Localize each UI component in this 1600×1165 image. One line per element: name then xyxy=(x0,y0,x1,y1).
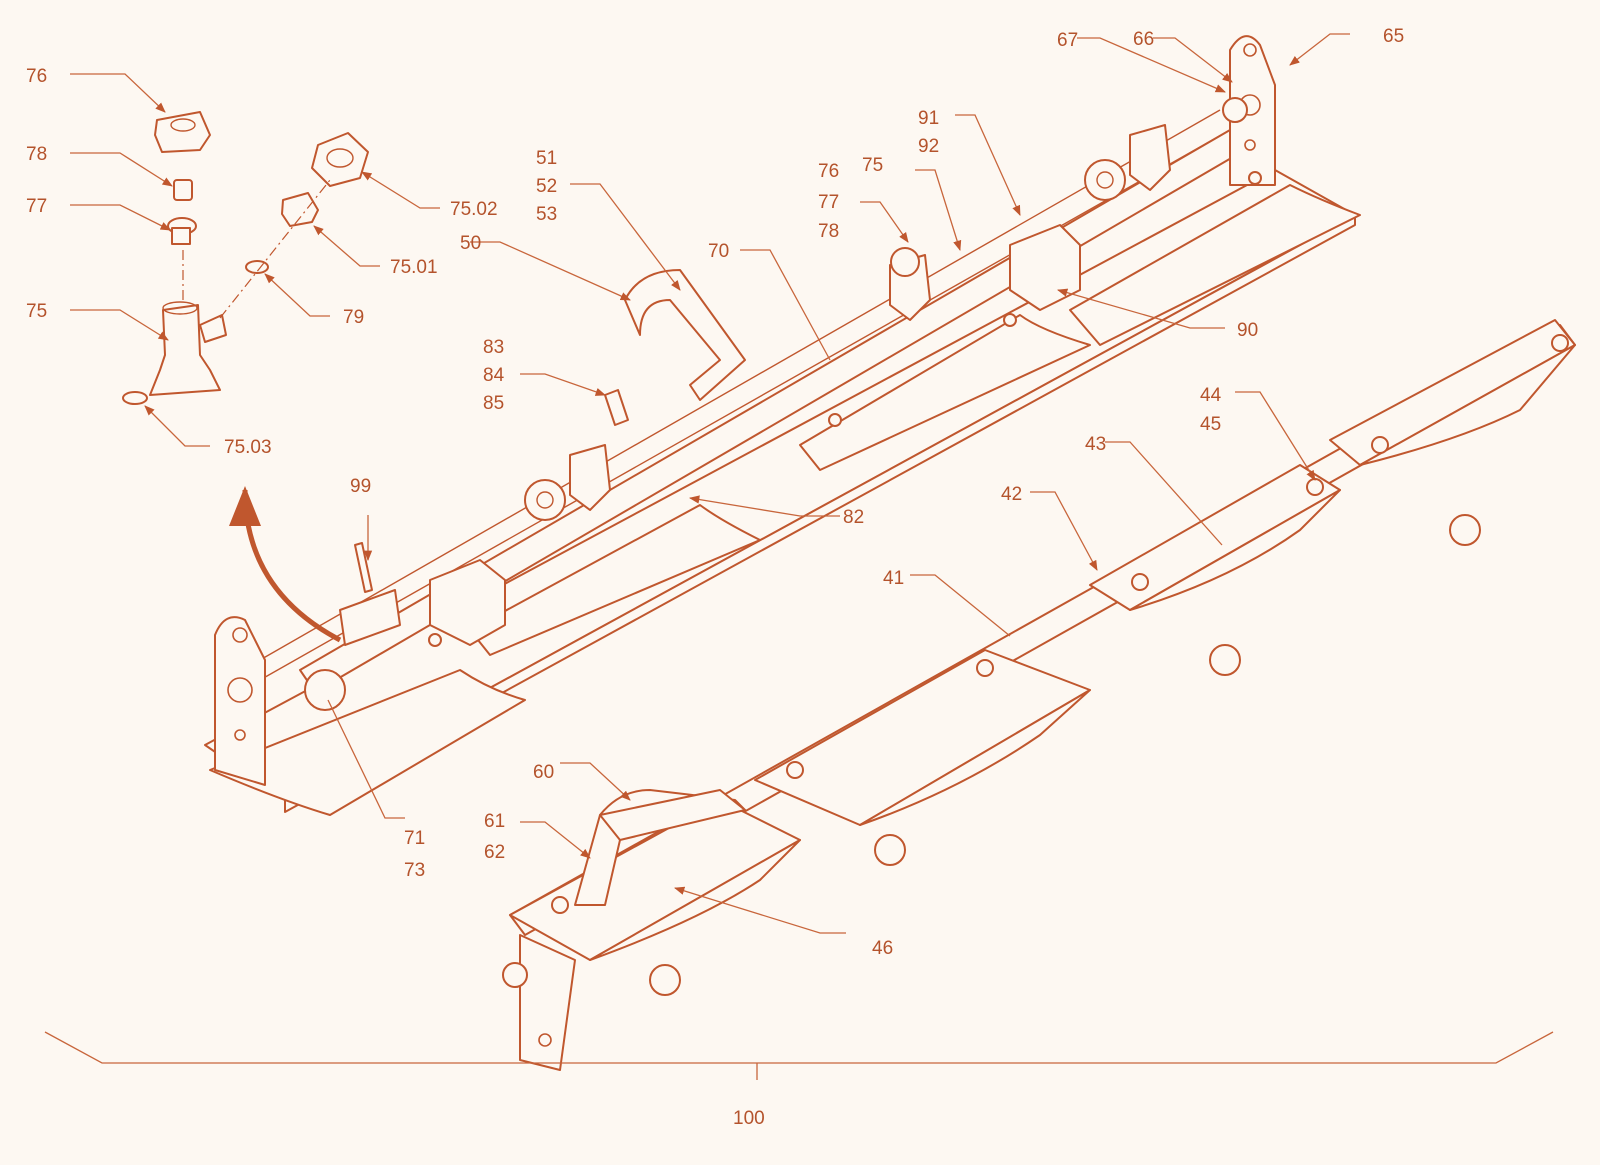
label-53: 53 xyxy=(536,204,557,225)
label-51: 51 xyxy=(536,148,557,169)
label-77-b: 77 xyxy=(818,192,839,213)
label-99: 99 xyxy=(350,476,371,497)
label-75-b: 75 xyxy=(862,155,883,176)
leader-lines xyxy=(70,33,1350,934)
label-66: 66 xyxy=(1133,29,1154,50)
exploded-nozzle-parts xyxy=(122,111,369,405)
label-67: 67 xyxy=(1057,30,1078,51)
label-85: 85 xyxy=(483,393,504,414)
label-65: 65 xyxy=(1383,26,1404,47)
label-84: 84 xyxy=(483,365,505,386)
label-78-b: 78 xyxy=(818,221,839,242)
label-75-03: 75.03 xyxy=(224,437,272,458)
label-70: 70 xyxy=(708,241,729,262)
label-73: 73 xyxy=(404,860,425,881)
label-75-01: 75.01 xyxy=(390,257,438,278)
label-71: 71 xyxy=(404,828,425,849)
label-76-b: 76 xyxy=(818,161,839,182)
label-100: 100 xyxy=(733,1108,765,1129)
label-76: 76 xyxy=(26,66,47,87)
label-45: 45 xyxy=(1200,414,1221,435)
label-50: 50 xyxy=(460,233,481,254)
label-78: 78 xyxy=(26,144,47,165)
label-92: 92 xyxy=(918,136,939,157)
swing-direction-arrow xyxy=(229,486,342,643)
label-60: 60 xyxy=(533,762,554,783)
overall-length-bracket xyxy=(44,1031,1554,1064)
label-42: 42 xyxy=(1001,484,1022,505)
label-82: 82 xyxy=(843,507,864,528)
label-46: 46 xyxy=(872,938,893,959)
upper-boom-assembly xyxy=(204,35,1361,816)
label-43: 43 xyxy=(1085,434,1106,455)
part-labels: 76 78 77 75 75.03 75.02 75.01 79 51 52 5… xyxy=(26,26,1404,1129)
label-90: 90 xyxy=(1237,320,1258,341)
label-83: 83 xyxy=(483,337,504,358)
label-75-02: 75.02 xyxy=(450,199,498,220)
label-52: 52 xyxy=(536,176,557,197)
label-61: 61 xyxy=(484,811,505,832)
label-79: 79 xyxy=(343,307,364,328)
label-41: 41 xyxy=(883,568,904,589)
label-77: 77 xyxy=(26,196,47,217)
label-44: 44 xyxy=(1200,385,1222,406)
label-62: 62 xyxy=(484,842,505,863)
lower-boom-assembly xyxy=(502,319,1576,1071)
label-75: 75 xyxy=(26,301,47,322)
label-91: 91 xyxy=(918,108,939,129)
